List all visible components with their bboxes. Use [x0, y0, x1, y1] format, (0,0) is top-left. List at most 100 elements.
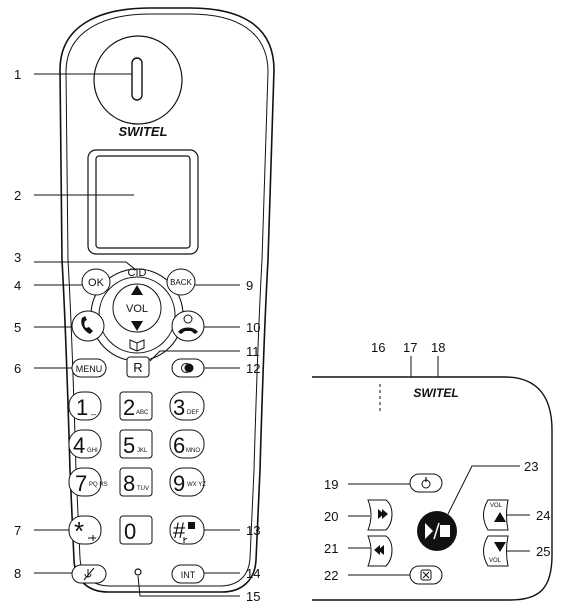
callout-9: 9: [246, 278, 253, 293]
callout-12: 12: [246, 361, 260, 376]
callout-6: 6: [14, 361, 21, 376]
handset-body-inner: [65, 13, 269, 587]
callout-23: 23: [524, 459, 538, 474]
key-7[interactable]: [68, 467, 102, 497]
key-4-sub: GHI: [87, 448, 98, 454]
key-0[interactable]: [119, 515, 153, 545]
key-2-sub: ABC: [136, 410, 149, 416]
base-brand: SWITEL: [413, 386, 458, 400]
skip-back-icon: [374, 545, 384, 555]
vol-label: VOL: [126, 303, 148, 315]
menu-label: MENU: [76, 364, 103, 374]
vol-up-label: VOL: [490, 503, 503, 509]
key-5[interactable]: [119, 429, 153, 459]
contrast-icon: [184, 363, 194, 373]
key-hash-sub-icon: [188, 522, 195, 529]
vol-button[interactable]: [112, 283, 162, 333]
callout-16: 16: [371, 340, 385, 355]
ok-button[interactable]: [81, 268, 111, 296]
r-button[interactable]: [126, 356, 150, 378]
nav-up-icon[interactable]: [131, 285, 143, 295]
display-screen: [95, 155, 191, 249]
delete-icon: [420, 569, 432, 581]
stop-icon: [440, 525, 450, 537]
play-icon: [425, 523, 433, 539]
key-9-digit: 9: [173, 471, 185, 496]
key-lock-icon: [88, 535, 96, 541]
key-6[interactable]: [169, 429, 205, 459]
ok-label: OK: [88, 277, 105, 289]
key-7-digit: 7: [75, 471, 87, 496]
contrast-icon-ring: [181, 363, 191, 373]
key-9[interactable]: [169, 467, 205, 497]
callout-10: 10: [246, 320, 260, 335]
key-1[interactable]: [68, 391, 102, 421]
callout-5: 5: [14, 320, 21, 335]
int-label: INT: [181, 570, 196, 580]
key-8[interactable]: [119, 467, 153, 497]
callout-4: 4: [14, 278, 21, 293]
end-power-button[interactable]: [171, 310, 205, 342]
callout-15: 15: [246, 589, 260, 604]
display-frame: [87, 149, 199, 255]
callout-19: 19: [324, 477, 338, 492]
vol-down-icon: [494, 542, 506, 552]
key-9-sub: WX YZ: [187, 482, 206, 488]
callout-7: 7: [14, 523, 21, 538]
key-5-sub: JKL: [137, 448, 148, 454]
keypad: 1 _ 2 ABC 3 DEF 4 GHI 5 JKL 6 MNO 7 PQ R…: [68, 391, 206, 546]
key-1-digit: 1: [76, 395, 88, 420]
phone-talk-icon: [81, 316, 93, 334]
talk-button[interactable]: [71, 310, 105, 342]
back-button[interactable]: [166, 268, 196, 296]
play-stop-divider: [433, 522, 440, 540]
key-8-digit: 8: [123, 471, 135, 496]
vol-up-icon: [494, 512, 506, 522]
key-8-sub: TUV: [137, 486, 149, 492]
base-outline: [312, 376, 553, 601]
callout-21: 21: [324, 541, 338, 556]
callout-18: 18: [431, 340, 445, 355]
earpiece-slot: [131, 57, 143, 101]
back-label: BACK: [170, 278, 192, 287]
handset-body-outline: [59, 7, 275, 593]
phone-end-icon: [178, 327, 198, 334]
callout-17: 17: [403, 340, 417, 355]
callout-25: 25: [536, 544, 550, 559]
key-2[interactable]: [119, 391, 153, 421]
key-3-digit: 3: [173, 395, 185, 420]
int-button[interactable]: [171, 564, 205, 584]
key-4[interactable]: [68, 429, 102, 459]
microphone-hole-icon: [134, 568, 142, 576]
cid-label: CID: [128, 267, 147, 279]
key-3[interactable]: [169, 391, 205, 421]
callout-11: 11: [246, 344, 260, 359]
nav-down-icon[interactable]: [131, 321, 143, 331]
leader-lines: [34, 73, 530, 597]
handset: SWITEL CID VOL OK BACK MENU R: [59, 7, 275, 593]
hash-icon: #: [173, 518, 186, 543]
power-icon: [183, 314, 193, 324]
base-power-button[interactable]: [409, 473, 443, 493]
callout-20: 20: [324, 509, 338, 524]
key-6-digit: 6: [173, 433, 185, 458]
key-3-sub: DEF: [187, 410, 199, 416]
delete-icon-cross: [422, 571, 430, 579]
ringer-off-icon: [183, 537, 188, 543]
handset-brand: SWITEL: [118, 124, 167, 139]
earpiece-ring: [93, 35, 183, 125]
callout-1: 1: [14, 67, 21, 82]
key-4-digit: 4: [73, 433, 85, 458]
mic-off-icon: [83, 567, 95, 581]
callout-24: 24: [536, 508, 550, 523]
key-6-sub: MNO: [186, 448, 200, 454]
key-5-digit: 5: [123, 433, 135, 458]
star-icon: *: [74, 516, 84, 546]
callouts: 1 2 3 4 5 6 7 8 9 10 11 12 13 14 15 16 1…: [14, 67, 550, 604]
phonebook-icon[interactable]: [129, 339, 145, 352]
vol-up-button[interactable]: [483, 499, 509, 531]
key-1-sub: _: [90, 405, 97, 415]
callout-13: 13: [246, 523, 260, 538]
base-station: SWITEL VOL VOL: [312, 376, 553, 601]
